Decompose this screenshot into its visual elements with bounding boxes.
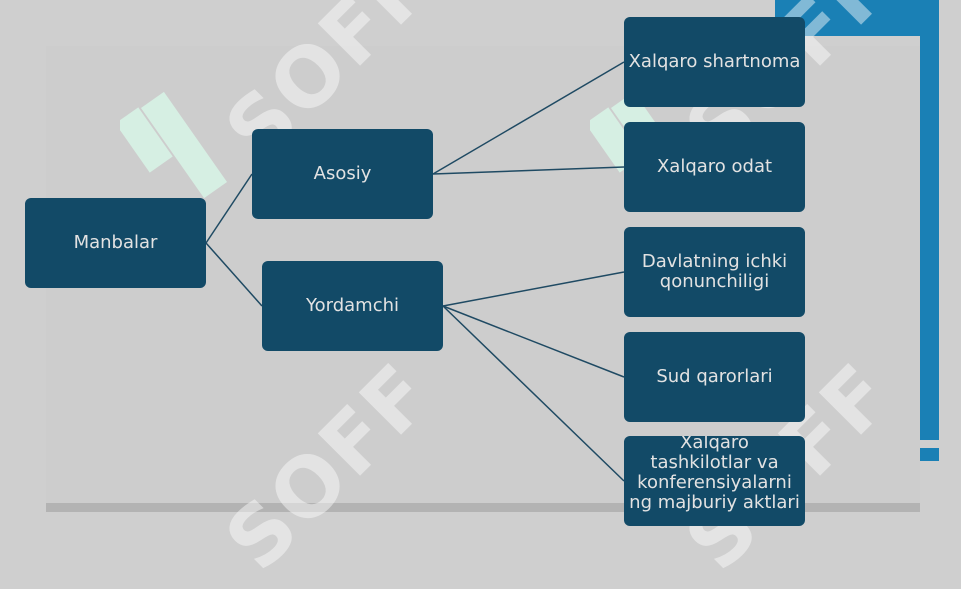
node-label: Asosiy — [313, 163, 372, 184]
node-manbalar: Manbalar — [25, 198, 206, 288]
node-xalqaro-odat: Xalqaro odat — [624, 122, 805, 212]
node-label: Yordamchi — [306, 295, 399, 316]
node-majburiy-aktlar: Xalqaro tashkilotlar va konferensiyalarn… — [624, 436, 805, 526]
node-label: Manbalar — [73, 232, 158, 253]
node-xalqaro-shartnoma: Xalqaro shartnoma — [624, 17, 805, 107]
connector-yordamchi-leaf-4 — [442, 305, 625, 378]
node-label: Xalqaro shartnoma — [628, 51, 801, 72]
connector-asosiy-leaf-2 — [432, 166, 625, 175]
connector-asosiy-leaf-1 — [432, 61, 625, 175]
node-label: Xalqaro tashkilotlar va konferensiyalarn… — [629, 436, 800, 513]
node-label: Davlatning ichki qonunchiligi — [641, 251, 788, 292]
connector-yordamchi-leaf-3 — [442, 271, 625, 307]
node-yordamchi: Yordamchi — [262, 261, 443, 351]
node-asosiy: Asosiy — [252, 129, 433, 219]
connector-root-asosiy — [205, 173, 253, 244]
connector-lines — [205, 61, 625, 482]
connector-yordamchi-leaf-5 — [442, 305, 625, 482]
node-ichki-qonunchilik: Davlatning ichki qonunchiligi — [624, 227, 805, 317]
accent-bar-right — [920, 0, 939, 440]
panel-shadow — [46, 503, 920, 512]
node-label: Xalqaro odat — [656, 156, 773, 177]
node-sud-qarorlari: Sud qarorlari — [624, 332, 805, 422]
connector-root-yordamchi — [205, 242, 263, 307]
accent-bar-tab — [920, 448, 939, 461]
node-label: Sud qarorlari — [656, 366, 773, 387]
